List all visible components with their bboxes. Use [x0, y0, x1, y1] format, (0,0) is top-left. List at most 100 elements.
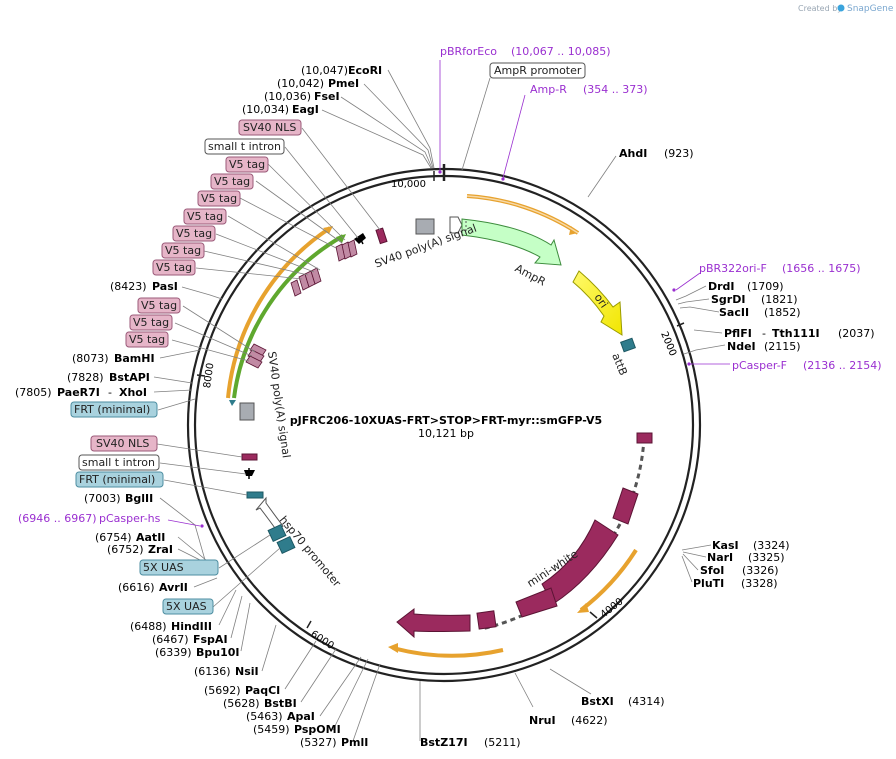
ndei-position: (2115) [764, 340, 801, 353]
site-label-paer7i-xhoi[interactable]: (7805) PaeR7I - XhoI [15, 386, 147, 399]
feature-box-small-t-intron-2[interactable]: small t intron [78, 454, 160, 471]
site-label-sacii[interactable]: SacII (1852) [719, 306, 801, 319]
svg-text:V5 tag: V5 tag [187, 210, 223, 223]
site-label-zrai[interactable]: (6752) ZraI [107, 543, 173, 556]
site-label-bstxi[interactable]: BstXI (4314) [581, 695, 665, 708]
feature-box-v5-tag-5[interactable]: V5 tag [172, 225, 216, 242]
feature-box-5x-uas-2[interactable]: 5X UAS [162, 598, 214, 615]
site-label-nrui[interactable]: NruI (4622) [529, 714, 608, 727]
bpu10i-name: Bpu10I [196, 646, 240, 659]
label-sv40-polya-left: SV40 poly(A) signal [265, 351, 293, 459]
site-label-fspai[interactable]: (6467) FspAI [152, 633, 228, 646]
primer-label-pcasperf[interactable]: pCasper-F (2136 .. 2154) [732, 359, 882, 372]
site-label-sfoi[interactable]: SfoI (3326) [700, 564, 779, 577]
site-label-ndei[interactable]: NdeI (2115) [727, 340, 801, 353]
tick-label-10000: 10,000 [391, 179, 426, 190]
feature-box-v5-tag-10[interactable]: V5 tag [125, 331, 169, 348]
site-label-pflfi-tth111i[interactable]: PflFI - Tth111I (2037) [724, 327, 875, 340]
feature-box-ampr-promoter[interactable]: AmpR promoter [489, 62, 586, 79]
ampr-primer-range: (354 .. 373) [583, 83, 648, 96]
site-label-fsei[interactable]: (10,036) FseI [264, 90, 340, 103]
eagi-name: EagI [292, 103, 319, 116]
feature-box-sv40-nls-2[interactable]: SV40 NLS [90, 435, 158, 452]
site-label-nari[interactable]: NarI (3325) [707, 551, 785, 564]
kasi-position: (3324) [753, 539, 790, 552]
site-label-bpu10i[interactable]: (6339) Bpu10I [155, 646, 240, 659]
grey-feature-box-top [415, 218, 435, 235]
feature-box-v5-tag-1[interactable]: V5 tag [225, 156, 269, 173]
orange-arc-left [226, 226, 332, 399]
feature-box-v5-tag-3[interactable]: V5 tag [197, 190, 241, 207]
site-label-avrii[interactable]: (6616) AvrII [118, 581, 188, 594]
primer-label-pcasperhs[interactable]: (6946 .. 6967) pCasper-hs [18, 512, 161, 525]
site-label-pluti[interactable]: PluTI (3328) [693, 577, 778, 590]
bglii-position: (7003) [84, 492, 121, 505]
site-label-pasi[interactable]: (8423) PasI [110, 280, 178, 293]
pluti-position: (3328) [741, 577, 778, 590]
pmli-position: (5327) [300, 736, 337, 749]
svg-text:V5 tag: V5 tag [133, 316, 169, 329]
site-label-apai[interactable]: (5463) ApaI [246, 710, 315, 723]
orange-arc-bottom-arrowhead [388, 643, 398, 653]
paqci-position: (5692) [204, 684, 241, 697]
feature-box-v5-tag-6[interactable]: V5 tag [161, 242, 205, 259]
pmli-name: PmlI [341, 736, 368, 749]
map-title: pJFRC206-10XUAS-FRT>STOP>FRT-myr::smGFP-… [290, 414, 602, 440]
site-label-pmli[interactable]: (5327) PmlI [300, 736, 368, 749]
feature-box-frt-minimal-1[interactable]: FRT (minimal) [70, 401, 158, 418]
site-label-pmei[interactable]: (10,042) PmeI [277, 77, 359, 90]
sfoi-name: SfoI [700, 564, 724, 577]
feature-box-frt-minimal-2[interactable]: FRT (minimal) [75, 471, 164, 488]
site-label-nsii[interactable]: (6136) NsiI [194, 665, 259, 678]
tick-6000 [306, 620, 312, 629]
site-label-drdi[interactable]: DrdI (1709) [708, 280, 784, 293]
xhoi-name: XhoI [119, 386, 147, 399]
svg-text:V5 tag: V5 tag [229, 158, 265, 171]
avrii-name: AvrII [159, 581, 188, 594]
tth111i-name: Tth111I [772, 327, 820, 340]
site-label-bstapi[interactable]: (7828) BstAPI [67, 371, 150, 384]
feature-box-v5-tag-4[interactable]: V5 tag [183, 208, 227, 225]
svg-text:V5 tag: V5 tag [214, 175, 250, 188]
fspai-name: FspAI [193, 633, 228, 646]
site-label-pspomi[interactable]: (5459) PspOMI [253, 723, 341, 736]
tick-4000 [589, 611, 598, 619]
pspomi-name: PspOMI [294, 723, 341, 736]
sacii-position: (1852) [764, 306, 801, 319]
pflfi-separator: - [762, 327, 766, 340]
site-label-bglii[interactable]: (7003) BglII [84, 492, 153, 505]
sv40-nls-marker-left [241, 453, 258, 461]
feature-box-v5-tag-2[interactable]: V5 tag [210, 173, 254, 190]
site-label-eagi[interactable]: (10,034) EagI [242, 103, 319, 116]
feature-box-5x-uas-1[interactable]: 5X UAS [139, 559, 219, 576]
mini-white-exon-4 [515, 587, 558, 618]
site-label-bstz17i[interactable]: BstZ17I (5211) [420, 736, 521, 749]
site-label-sgrdi[interactable]: SgrDI (1821) [711, 293, 798, 306]
site-label-hindiii[interactable]: (6488) HindIII [130, 620, 212, 633]
site-label-paqci[interactable]: (5692) PaqCI [204, 684, 280, 697]
site-label-ahdi[interactable]: AhdI (923) [619, 147, 694, 160]
feature-box-sv40-nls-top[interactable]: SV40 NLS [238, 119, 302, 136]
pasi-name: PasI [152, 280, 178, 293]
created-by-text: Created by [798, 4, 842, 13]
primer-label-ampr[interactable]: Amp-R (354 .. 373) [530, 83, 648, 96]
orange-arc-top-inner [466, 195, 579, 234]
site-label-ecori[interactable]: (10,047) EcoRI [301, 64, 382, 77]
site-label-aatii[interactable]: (6754) AatII [95, 531, 165, 544]
svg-text:V5 tag: V5 tag [141, 299, 177, 312]
site-label-bstbi[interactable]: (5628) BstBI [223, 697, 297, 710]
ahdi-name: AhdI [619, 147, 647, 160]
site-label-bamhi[interactable]: (8073) BamHI [72, 352, 155, 365]
feature-box-v5-tag-7[interactable]: V5 tag [152, 259, 196, 276]
pbrforeco-range: (10,067 .. 10,085) [511, 45, 611, 58]
feature-box-v5-tag-8[interactable]: V5 tag [137, 297, 181, 314]
svg-text:V5 tag: V5 tag [165, 244, 201, 257]
paqci-name: PaqCI [245, 684, 280, 697]
feature-box-v5-tag-9[interactable]: V5 tag [129, 314, 173, 331]
svg-text:V5 tag: V5 tag [201, 192, 237, 205]
primer-label-pbrforeco[interactable]: pBRforEco (10,067 .. 10,085) [440, 45, 611, 58]
primer-label-pbr322ori[interactable]: pBR322ori-F (1656 .. 1675) [699, 262, 861, 275]
zrai-name: ZraI [148, 543, 173, 556]
feature-box-small-t-intron-top[interactable]: small t intron [204, 138, 285, 155]
site-label-kasi[interactable]: KasI (3324) [712, 539, 790, 552]
